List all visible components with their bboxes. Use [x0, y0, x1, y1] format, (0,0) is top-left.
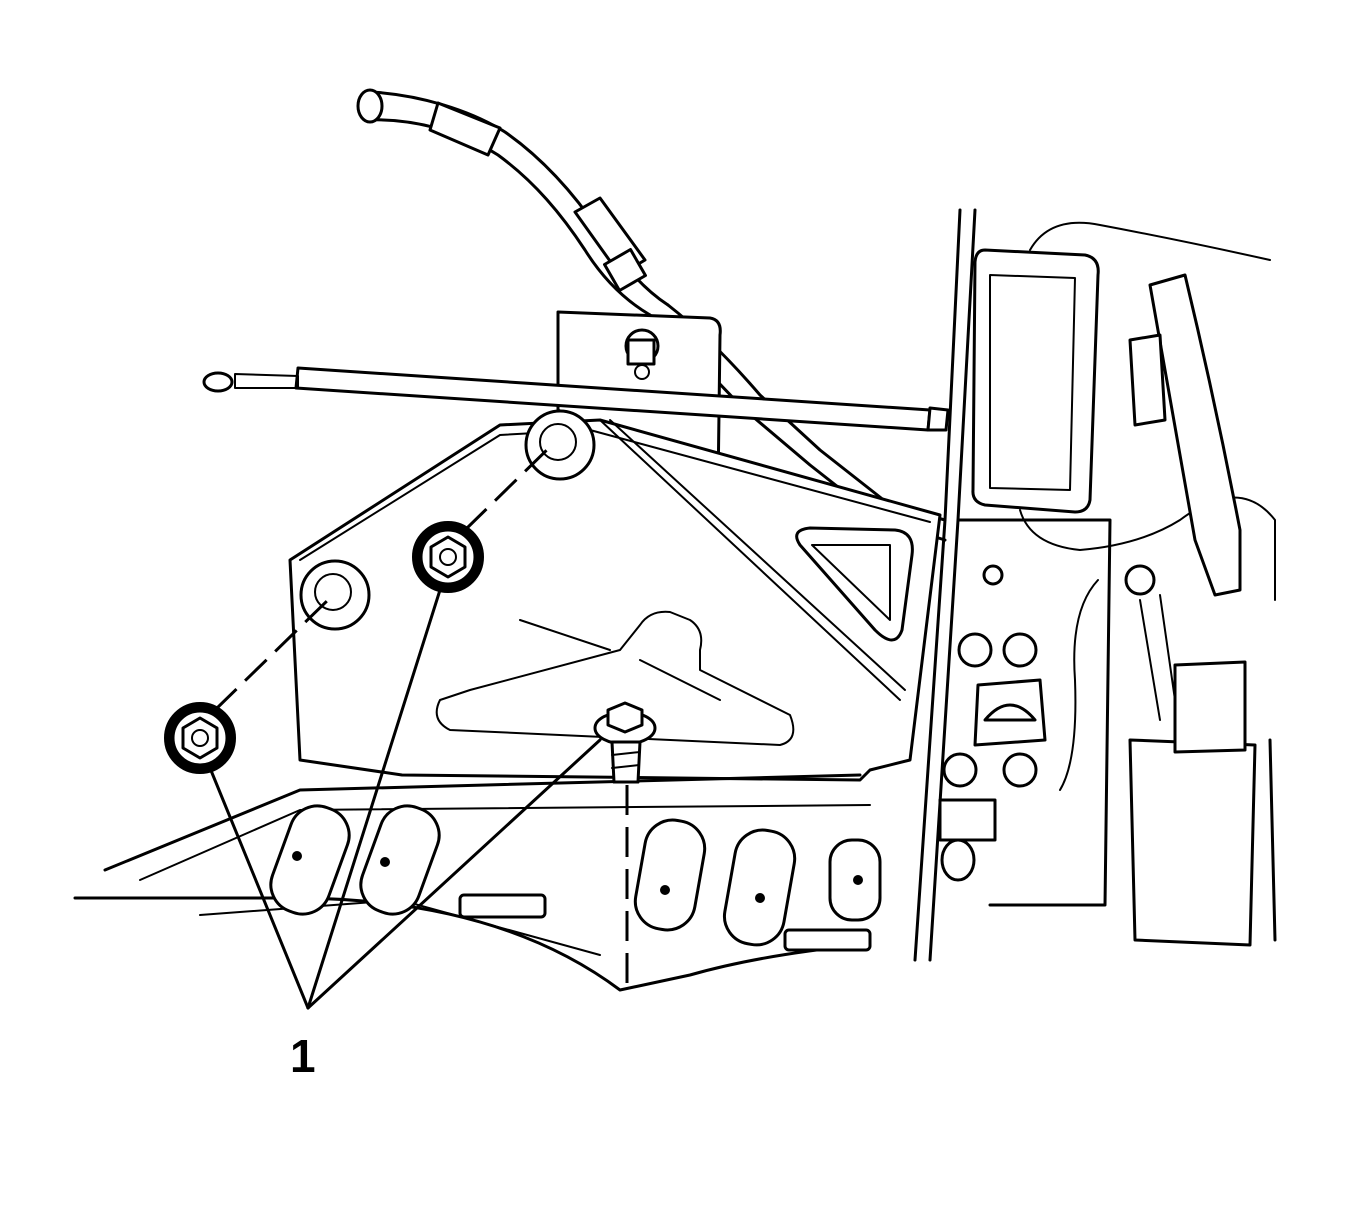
fasteners [164, 521, 657, 784]
flange-nut-center [412, 521, 484, 593]
nuts-cluster [938, 564, 1156, 882]
flange-bolt [593, 701, 657, 784]
alignment-lines [213, 440, 629, 985]
callout-label-1: 1 [290, 1030, 316, 1082]
bracket-panel [288, 409, 942, 782]
floor-panel [73, 773, 882, 992]
flange-nut-left [164, 702, 236, 774]
rod-cable [202, 366, 950, 432]
floor-ribs [269, 804, 882, 952]
pillar-assembly [913, 208, 1277, 962]
electronic-module [971, 248, 1100, 514]
callout-leaders [208, 588, 602, 1010]
lower-module [1128, 594, 1257, 947]
